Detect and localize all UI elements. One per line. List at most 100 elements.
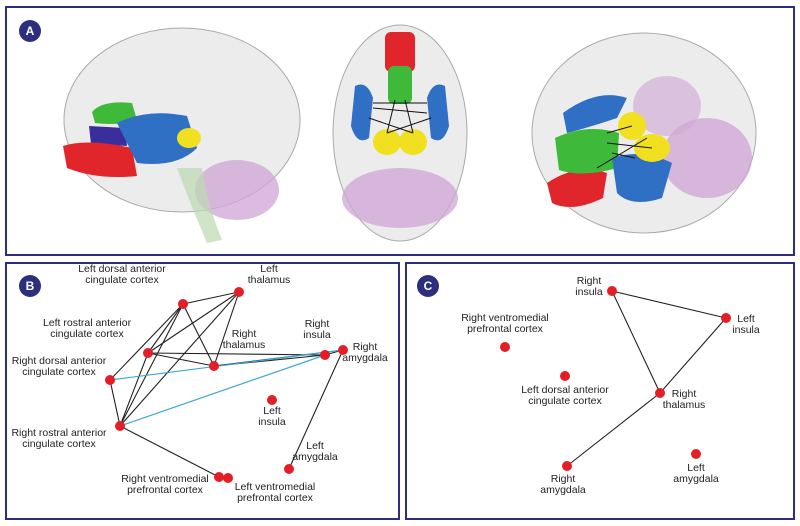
label-rracc-line-1: cingulate cortex (22, 438, 96, 450)
red-region (63, 142, 137, 177)
brain-renders (63, 24, 757, 243)
label-rvmpfc-line-1: prefrontal cortex (467, 323, 544, 335)
label-lamyg-line-1: amygdala (292, 451, 338, 463)
node-rins (320, 350, 330, 360)
edge-lracc-rthal (147, 352, 215, 367)
panel-a-badge: A (19, 20, 41, 42)
edge-lthal-lracc (147, 291, 240, 354)
label-rins-line-1: insula (575, 286, 603, 298)
node-lracc (143, 348, 153, 358)
label-rvmpfc-line-0: Right ventromedial (461, 312, 549, 324)
label-lins-line-0: Left (263, 405, 281, 417)
node-lthal (234, 287, 244, 297)
edge-ramyg-lamyg (288, 349, 344, 470)
label-lvmpfc-line-0: Left ventromedial (235, 481, 316, 493)
panel-a: A (5, 6, 795, 256)
blue-region (117, 113, 197, 164)
label-lamyg-line-0: Left (687, 462, 705, 474)
yellow-region (177, 128, 201, 148)
label-lamyg-line-1: amygdala (673, 473, 719, 485)
node-rthal (209, 361, 219, 371)
edge-lracc-rracc (119, 352, 149, 427)
brain-axial-view (332, 24, 468, 242)
node-lins (267, 395, 277, 405)
node-lins (721, 313, 731, 323)
label-ramyg-line-1: amygdala (540, 484, 586, 496)
node-rins (607, 286, 617, 296)
label-rvmpfc-line-0: Right ventromedial (121, 473, 209, 485)
cerebellum-region (195, 160, 279, 220)
panel-b-badge: B (19, 275, 41, 297)
label-rthal-line-1: thalamus (223, 339, 266, 351)
cerebellum-region (342, 168, 458, 228)
blue-region-upper (563, 95, 627, 133)
label-rins-line-0: Right (577, 275, 602, 287)
node-lamyg (691, 449, 701, 459)
edge-ldacc-rthal (182, 303, 215, 367)
edge-highlight-rdacc-ramyg (109, 349, 344, 381)
label-rvmpfc-line-1: prefrontal cortex (127, 484, 204, 496)
label-ldacc-line-0: Left dorsal anterior (78, 264, 166, 275)
label-rdacc-line-1: cingulate cortex (22, 366, 96, 378)
blue-region-right (427, 84, 449, 141)
edge-rthal-ramyg (566, 392, 661, 467)
label-lins-line-1: insula (258, 416, 286, 428)
label-ldacc-line-0: Left dorsal anterior (521, 384, 609, 396)
node-rvmpfc (214, 472, 224, 482)
edge-rins-rthal (611, 290, 661, 394)
node-ldacc (178, 299, 188, 309)
red-region (547, 169, 607, 207)
label-lvmpfc-line-1: prefrontal cortex (237, 492, 314, 504)
blue-region-lower (612, 154, 672, 202)
label-rins-line-1: insula (303, 329, 331, 341)
node-rracc (115, 421, 125, 431)
red-region (385, 32, 415, 72)
edge-lracc-rins (147, 352, 326, 356)
navy-region (89, 126, 127, 146)
label-lins-line-1: insula (732, 324, 760, 336)
label-rdacc-line-0: Right dorsal anterior (12, 355, 107, 367)
label-lamyg-line-0: Left (306, 440, 324, 452)
brain-oblique-view (531, 32, 757, 234)
yellow-region-left (373, 129, 401, 155)
panel-c-badge: C (417, 275, 439, 297)
edge-highlight-rracc-rins (119, 354, 326, 427)
edge-ldacc-rdacc (109, 303, 184, 381)
node-rthal (655, 388, 665, 398)
label-rthal-line-0: Right (232, 328, 257, 340)
blue-region-left (351, 84, 373, 141)
node-lvmpfc (223, 473, 233, 483)
label-lins-line-0: Left (737, 313, 755, 325)
label-ramyg-line-0: Right (353, 341, 378, 353)
edge-lins-rthal (659, 317, 727, 394)
edge-ldacc-rracc (119, 303, 184, 427)
node-rvmpfc (500, 342, 510, 352)
edge-rracc-rvmpfc (119, 425, 220, 478)
edge-rdacc-rracc (109, 379, 121, 427)
label-rracc-line-0: Right rostral anterior (11, 427, 107, 439)
label-lracc-line-1: cingulate cortex (50, 328, 124, 340)
node-ldacc (560, 371, 570, 381)
cerebellum-region (662, 118, 752, 198)
cerebellum-region-2 (633, 76, 701, 136)
green-region (388, 66, 412, 104)
edge-rins-lins (611, 290, 727, 319)
label-ldacc-line-1: cingulate cortex (85, 274, 159, 286)
